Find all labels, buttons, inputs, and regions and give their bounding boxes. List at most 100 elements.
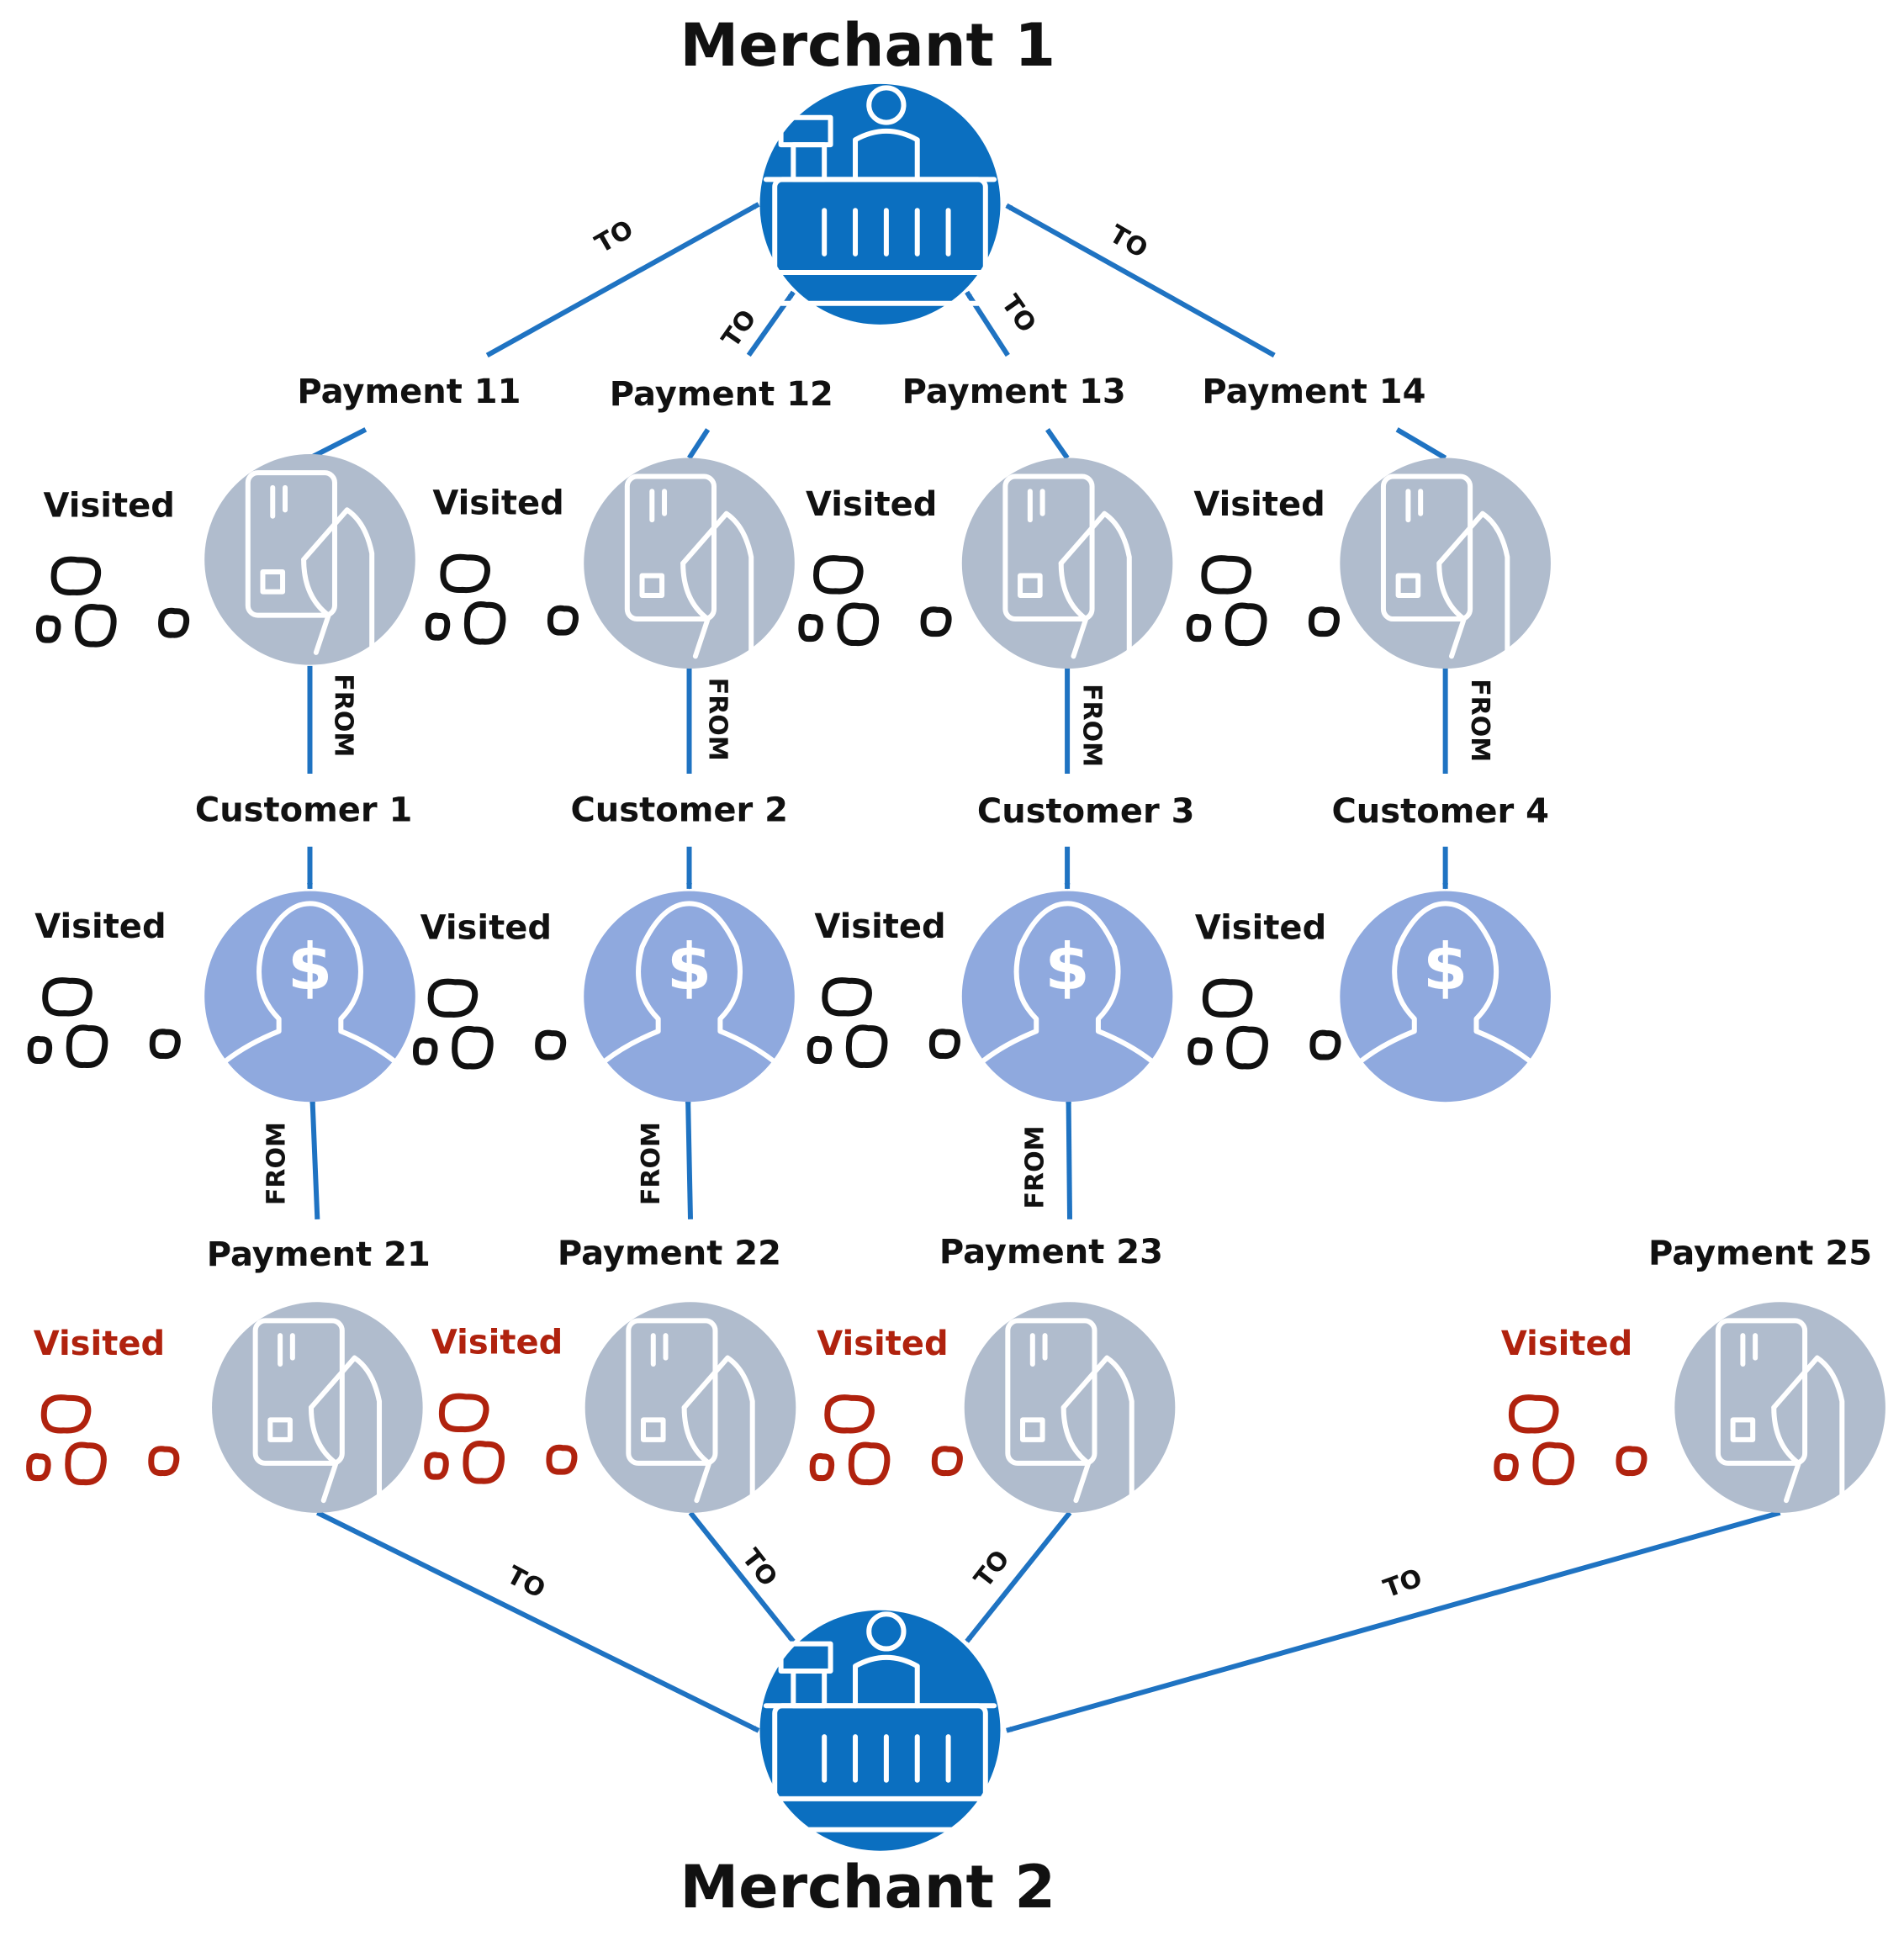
svg-text:$: $ (1045, 930, 1089, 1005)
edge-line (316, 1510, 760, 1733)
customer-label: Customer 4 (1331, 792, 1549, 831)
visited-marker: Visited (1186, 485, 1340, 647)
card-in-hand-icon (624, 473, 754, 659)
footprints-icon (807, 977, 960, 1069)
edge-p25-m2: TO (1006, 1510, 1781, 1733)
edge-label: FROM (1021, 1126, 1050, 1209)
edge-p23-c3: FROM (1021, 1097, 1073, 1219)
edge-label: FROM (1465, 679, 1494, 762)
edge-p13-m1: TO (965, 289, 1041, 357)
visited-label: Visited (44, 486, 175, 525)
edge-label: FROM (637, 1122, 666, 1205)
visited-label: Visited (420, 908, 552, 947)
visited-marker: Visited (35, 486, 190, 648)
edge-p23-m2: TO (965, 1510, 1072, 1643)
edge-line (1395, 427, 1447, 461)
edge-line (688, 1510, 796, 1643)
card-in-hand-icon (626, 1318, 755, 1504)
payment-node-p11[interactable] (204, 454, 415, 665)
edge-line (1045, 428, 1070, 460)
edge-label: TO (995, 289, 1041, 338)
svg-text:$: $ (1423, 930, 1468, 1005)
payment-node-p12[interactable] (584, 457, 795, 669)
edge-label: FROM (328, 674, 357, 757)
person-dollar-icon: $ (223, 901, 397, 1064)
payment-label: Payment 13 (902, 373, 1126, 411)
edge-label: TO (736, 1543, 783, 1592)
payment-node-p23[interactable] (964, 1302, 1176, 1513)
customer-node-c1[interactable]: $ (204, 891, 415, 1103)
footprints-icon (425, 553, 579, 645)
payment-circle (584, 457, 795, 669)
visited-marker: Visited (425, 484, 579, 645)
payment-label: Payment 21 (207, 1235, 431, 1274)
edge-p14-c4: FROM (1395, 427, 1494, 890)
payment-circle (1340, 457, 1551, 669)
customer-node-c3[interactable]: $ (961, 891, 1173, 1103)
edge-line (1066, 1097, 1073, 1219)
cashier-counter-icon (763, 1611, 997, 1833)
merchant-label: Merchant 1 (680, 11, 1055, 80)
visited-marker: Visited (27, 907, 181, 1069)
card-in-hand-icon (1715, 1318, 1845, 1504)
customer-node-c4[interactable]: $ (1340, 891, 1551, 1103)
edge-p21-c1: FROM (262, 1097, 320, 1219)
footprints-icon (424, 1393, 578, 1484)
customer-label: Customer 3 (977, 792, 1195, 831)
footprints-icon (26, 1394, 180, 1486)
card-in-hand-icon (1380, 473, 1510, 659)
edge-label: TO (1380, 1563, 1426, 1605)
visited-label: Visited (1501, 1325, 1632, 1363)
visited-marker: Visited (809, 1325, 963, 1486)
payment-node-p22[interactable] (584, 1302, 796, 1513)
visited-label: Visited (1195, 908, 1326, 947)
footprints-icon (1187, 978, 1341, 1070)
edge-label: FROM (1077, 684, 1107, 767)
payment-label: Payment 14 (1202, 373, 1425, 411)
merchant-node-m2[interactable] (759, 1610, 1001, 1851)
customer-circle (204, 891, 415, 1103)
payment-circle (212, 1302, 423, 1513)
edge-line (685, 1097, 693, 1219)
visited-label: Visited (814, 907, 945, 946)
payment-node-p13[interactable] (961, 457, 1173, 669)
edge-line (965, 1510, 1072, 1643)
card-in-hand-icon (245, 470, 375, 655)
card-in-hand-icon (252, 1318, 383, 1504)
visited-label: Visited (806, 485, 937, 524)
edge-p11-c1: FROM (306, 427, 368, 890)
visited-label: Visited (432, 484, 563, 523)
edge-line (309, 1097, 320, 1219)
edge-label: FROM (702, 678, 732, 761)
payment-circle (584, 1302, 796, 1513)
card-in-hand-icon (1005, 1318, 1134, 1504)
edge-label: TO (502, 1560, 550, 1604)
visited-marker: Visited (807, 907, 960, 1069)
edge-p14-m1: TO (1005, 203, 1276, 358)
payment-circle (964, 1302, 1176, 1513)
payment-node-p25[interactable] (1674, 1302, 1885, 1513)
svg-text:$: $ (667, 930, 711, 1005)
payment-label: Payment 22 (558, 1235, 781, 1273)
customer-node-c2[interactable]: $ (584, 891, 795, 1103)
visited-marker: Visited (1494, 1325, 1647, 1486)
visited-label: Visited (817, 1325, 948, 1363)
payment-node-p21[interactable] (212, 1302, 423, 1513)
payment-node-p14[interactable] (1340, 457, 1551, 669)
footprints-icon (35, 556, 190, 648)
cashier-counter-icon (763, 85, 997, 306)
merchant-node-m1[interactable] (759, 83, 1001, 325)
edge-label: TO (590, 214, 638, 259)
visited-marker: Visited (1187, 908, 1341, 1070)
edge-label: TO (1104, 219, 1152, 264)
edge-p12-c2: FROM (686, 428, 732, 890)
visited-label: Visited (34, 907, 166, 946)
edge-line (309, 427, 368, 461)
edge-p13-c3: FROM (1045, 428, 1107, 890)
visited-label: Visited (1193, 485, 1325, 524)
visited-label: Visited (431, 1324, 563, 1362)
edge-line (1006, 1510, 1781, 1733)
edge-line (1005, 203, 1276, 358)
edge-line (485, 202, 760, 358)
payment-label: Payment 23 (939, 1233, 1163, 1272)
